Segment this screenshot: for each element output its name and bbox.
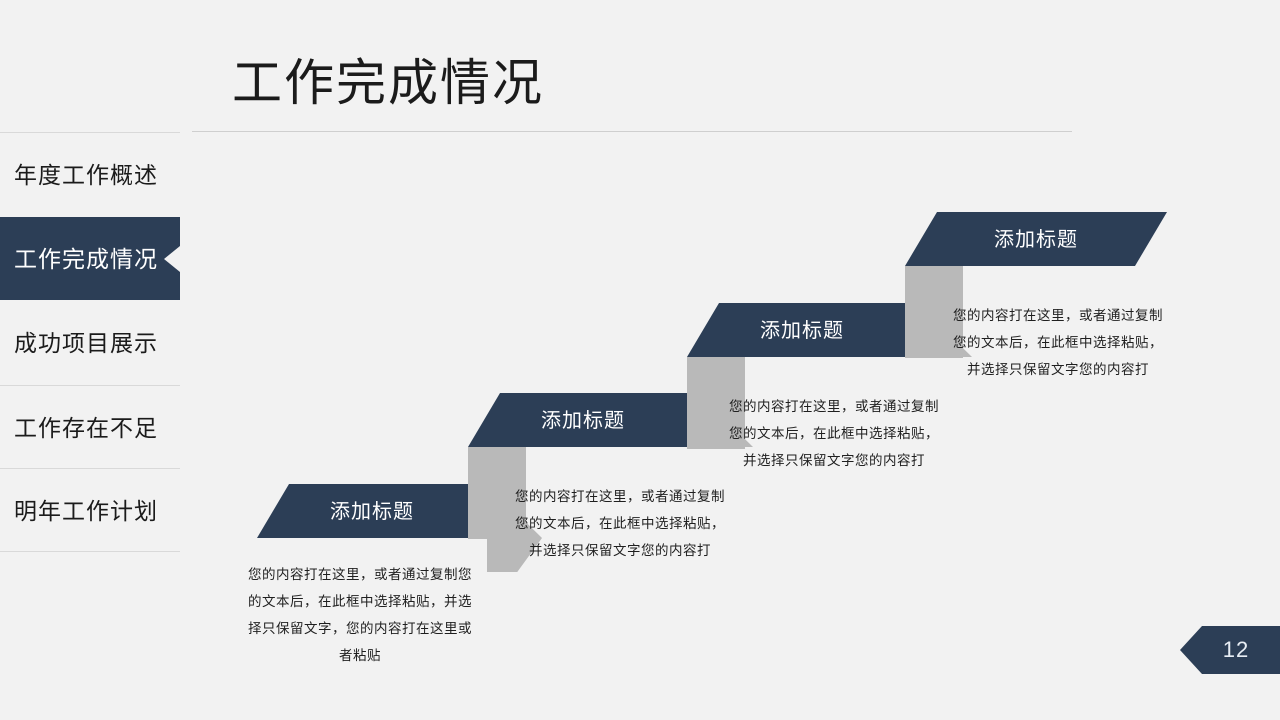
sidebar-item-shortcomings[interactable]: 工作存在不足 xyxy=(0,386,180,469)
sidebar-item-label: 工作完成情况 xyxy=(14,245,158,272)
chevron-left-icon xyxy=(164,245,180,272)
step-body-1: 您的内容打在这里，或者通过复制您的文本后，在此框中选择粘贴，并选择只保留文字，您… xyxy=(248,567,472,663)
sidebar-divider xyxy=(0,132,180,133)
sidebar-item-work-completion[interactable]: 工作完成情况 xyxy=(0,217,180,300)
page-title: 工作完成情况 xyxy=(232,55,544,111)
sidebar-divider xyxy=(0,468,180,469)
sidebar-item-label: 工作存在不足 xyxy=(14,414,158,441)
sidebar-divider xyxy=(0,385,180,386)
sidebar-item-label: 年度工作概述 xyxy=(14,161,158,188)
step-body-2: 您的内容打在这里，或者通过复制您的文本后，在此框中选择粘贴，并选择只保留文字您的… xyxy=(515,489,725,558)
step-body-3: 您的内容打在这里，或者通过复制您的文本后，在此框中选择粘贴，并选择只保留文字您的… xyxy=(729,399,939,468)
step-banner-1[interactable]: 添加标题 xyxy=(257,484,487,538)
step-title-1: 添加标题 xyxy=(330,501,414,523)
sidebar-item-project-showcase[interactable]: 成功项目展示 xyxy=(0,301,180,384)
step-banner-3[interactable]: 添加标题 xyxy=(687,303,917,357)
step-riser-4-drop xyxy=(905,266,963,358)
step-body-4: 您的内容打在这里，或者通过复制您的文本后，在此框中选择粘贴，并选择只保留文字您的… xyxy=(953,308,1163,377)
page-number-badge: 12 xyxy=(1180,626,1280,674)
sidebar-nav: 年度工作概述 工作完成情况 成功项目展示 工作存在不足 明年工作计划 xyxy=(0,132,180,552)
sidebar-divider xyxy=(0,551,180,552)
page-number: 12 xyxy=(1222,637,1250,662)
step-banner-4[interactable]: 添加标题 xyxy=(905,212,1167,266)
step-title-2: 添加标题 xyxy=(541,410,625,432)
step-riser-3-drop xyxy=(687,357,745,449)
sidebar-item-annual-overview[interactable]: 年度工作概述 xyxy=(0,133,180,216)
step-title-4: 添加标题 xyxy=(994,229,1078,251)
sidebar-item-label: 明年工作计划 xyxy=(14,497,158,524)
title-divider xyxy=(192,131,1072,132)
step-title-3: 添加标题 xyxy=(760,320,844,342)
step-banner-2[interactable]: 添加标题 xyxy=(468,393,698,447)
sidebar-item-label: 成功项目展示 xyxy=(14,329,158,356)
sidebar-item-next-year-plan[interactable]: 明年工作计划 xyxy=(0,469,180,552)
step-riser-2-drop xyxy=(468,447,526,539)
